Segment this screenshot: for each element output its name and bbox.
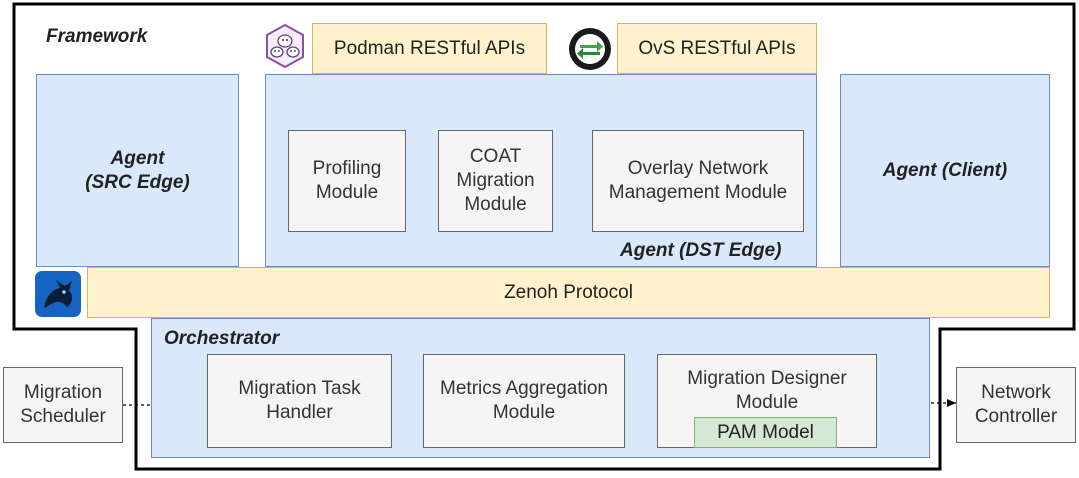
migration-designer-label: Migration Designer Module [687,368,847,413]
agent-dst-edge-label: Agent (DST Edge) [620,240,782,261]
orchestrator-label: Orchestrator [164,328,280,349]
agent-src-edge: Agent (SRC Edge) [36,74,239,267]
metrics-aggregation-module: Metrics Aggregation Module [423,354,625,448]
overlay-network-module: Overlay Network Management Module [592,130,804,232]
migration-task-handler: Migration Task Handler [207,354,392,448]
framework-outline [12,2,1076,471]
podman-api: Podman RESTful APIs [312,23,547,74]
coat-migration-module: COAT Migration Module [438,130,553,232]
ovs-arrows-icon [569,28,611,70]
framework-label: Framework [46,26,148,47]
podman-seals-icon [266,23,304,69]
profiling-module: Profiling Module [288,130,406,232]
migration-scheduler: Migration Scheduler [3,367,123,443]
zenoh-protocol-bar: Zenoh Protocol [87,267,1050,318]
network-controller: Network Controller [956,367,1076,443]
ovs-api: OvS RESTful APIs [617,23,817,74]
zenoh-dragon-icon [35,271,81,317]
pam-model: PAM Model [694,417,837,448]
agent-client: Agent (Client) [840,74,1050,267]
